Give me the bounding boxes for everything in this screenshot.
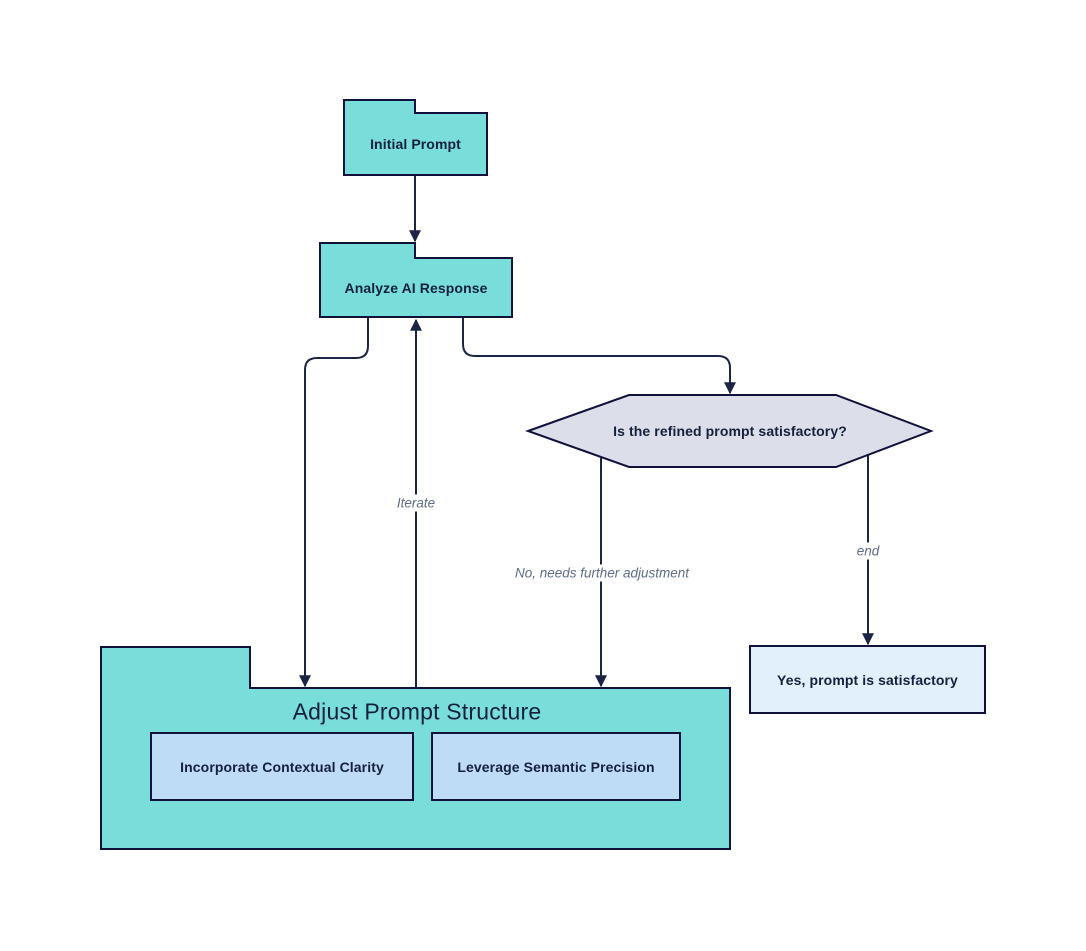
edge-label-iterate: Iterate [391,494,441,512]
node-incorporate-contextual-clarity-shape [150,732,414,801]
node-initial-prompt-shape [343,99,488,176]
satisfactory-label: Yes, prompt is satisfactory [777,672,958,688]
adjust-prompt-structure-title: Adjust Prompt Structure [292,698,542,725]
node-leverage-semantic-precision-shape [431,732,681,801]
edge-analyze-to-adjust [299,318,369,688]
incorporate-contextual-clarity-label: Incorporate Contextual Clarity [180,759,384,775]
node-satisfactory-shape [749,645,986,714]
edge-label-no-needs-adjustment: No, needs further adjustment [509,564,695,581]
initial-prompt-label: Initial Prompt [370,136,461,152]
edge-analyze-to-decision [462,318,736,395]
node-decision-hexagon-shape [525,394,934,468]
analyze-ai-response-label: Analyze AI Response [344,279,488,296]
node-analyze-ai-response-shape [319,242,513,318]
leverage-semantic-precision-label: Leverage Semantic Precision [457,759,655,775]
edge-label-end: end [851,542,885,560]
decision-label: Is the refined prompt satisfactory? [613,423,847,439]
